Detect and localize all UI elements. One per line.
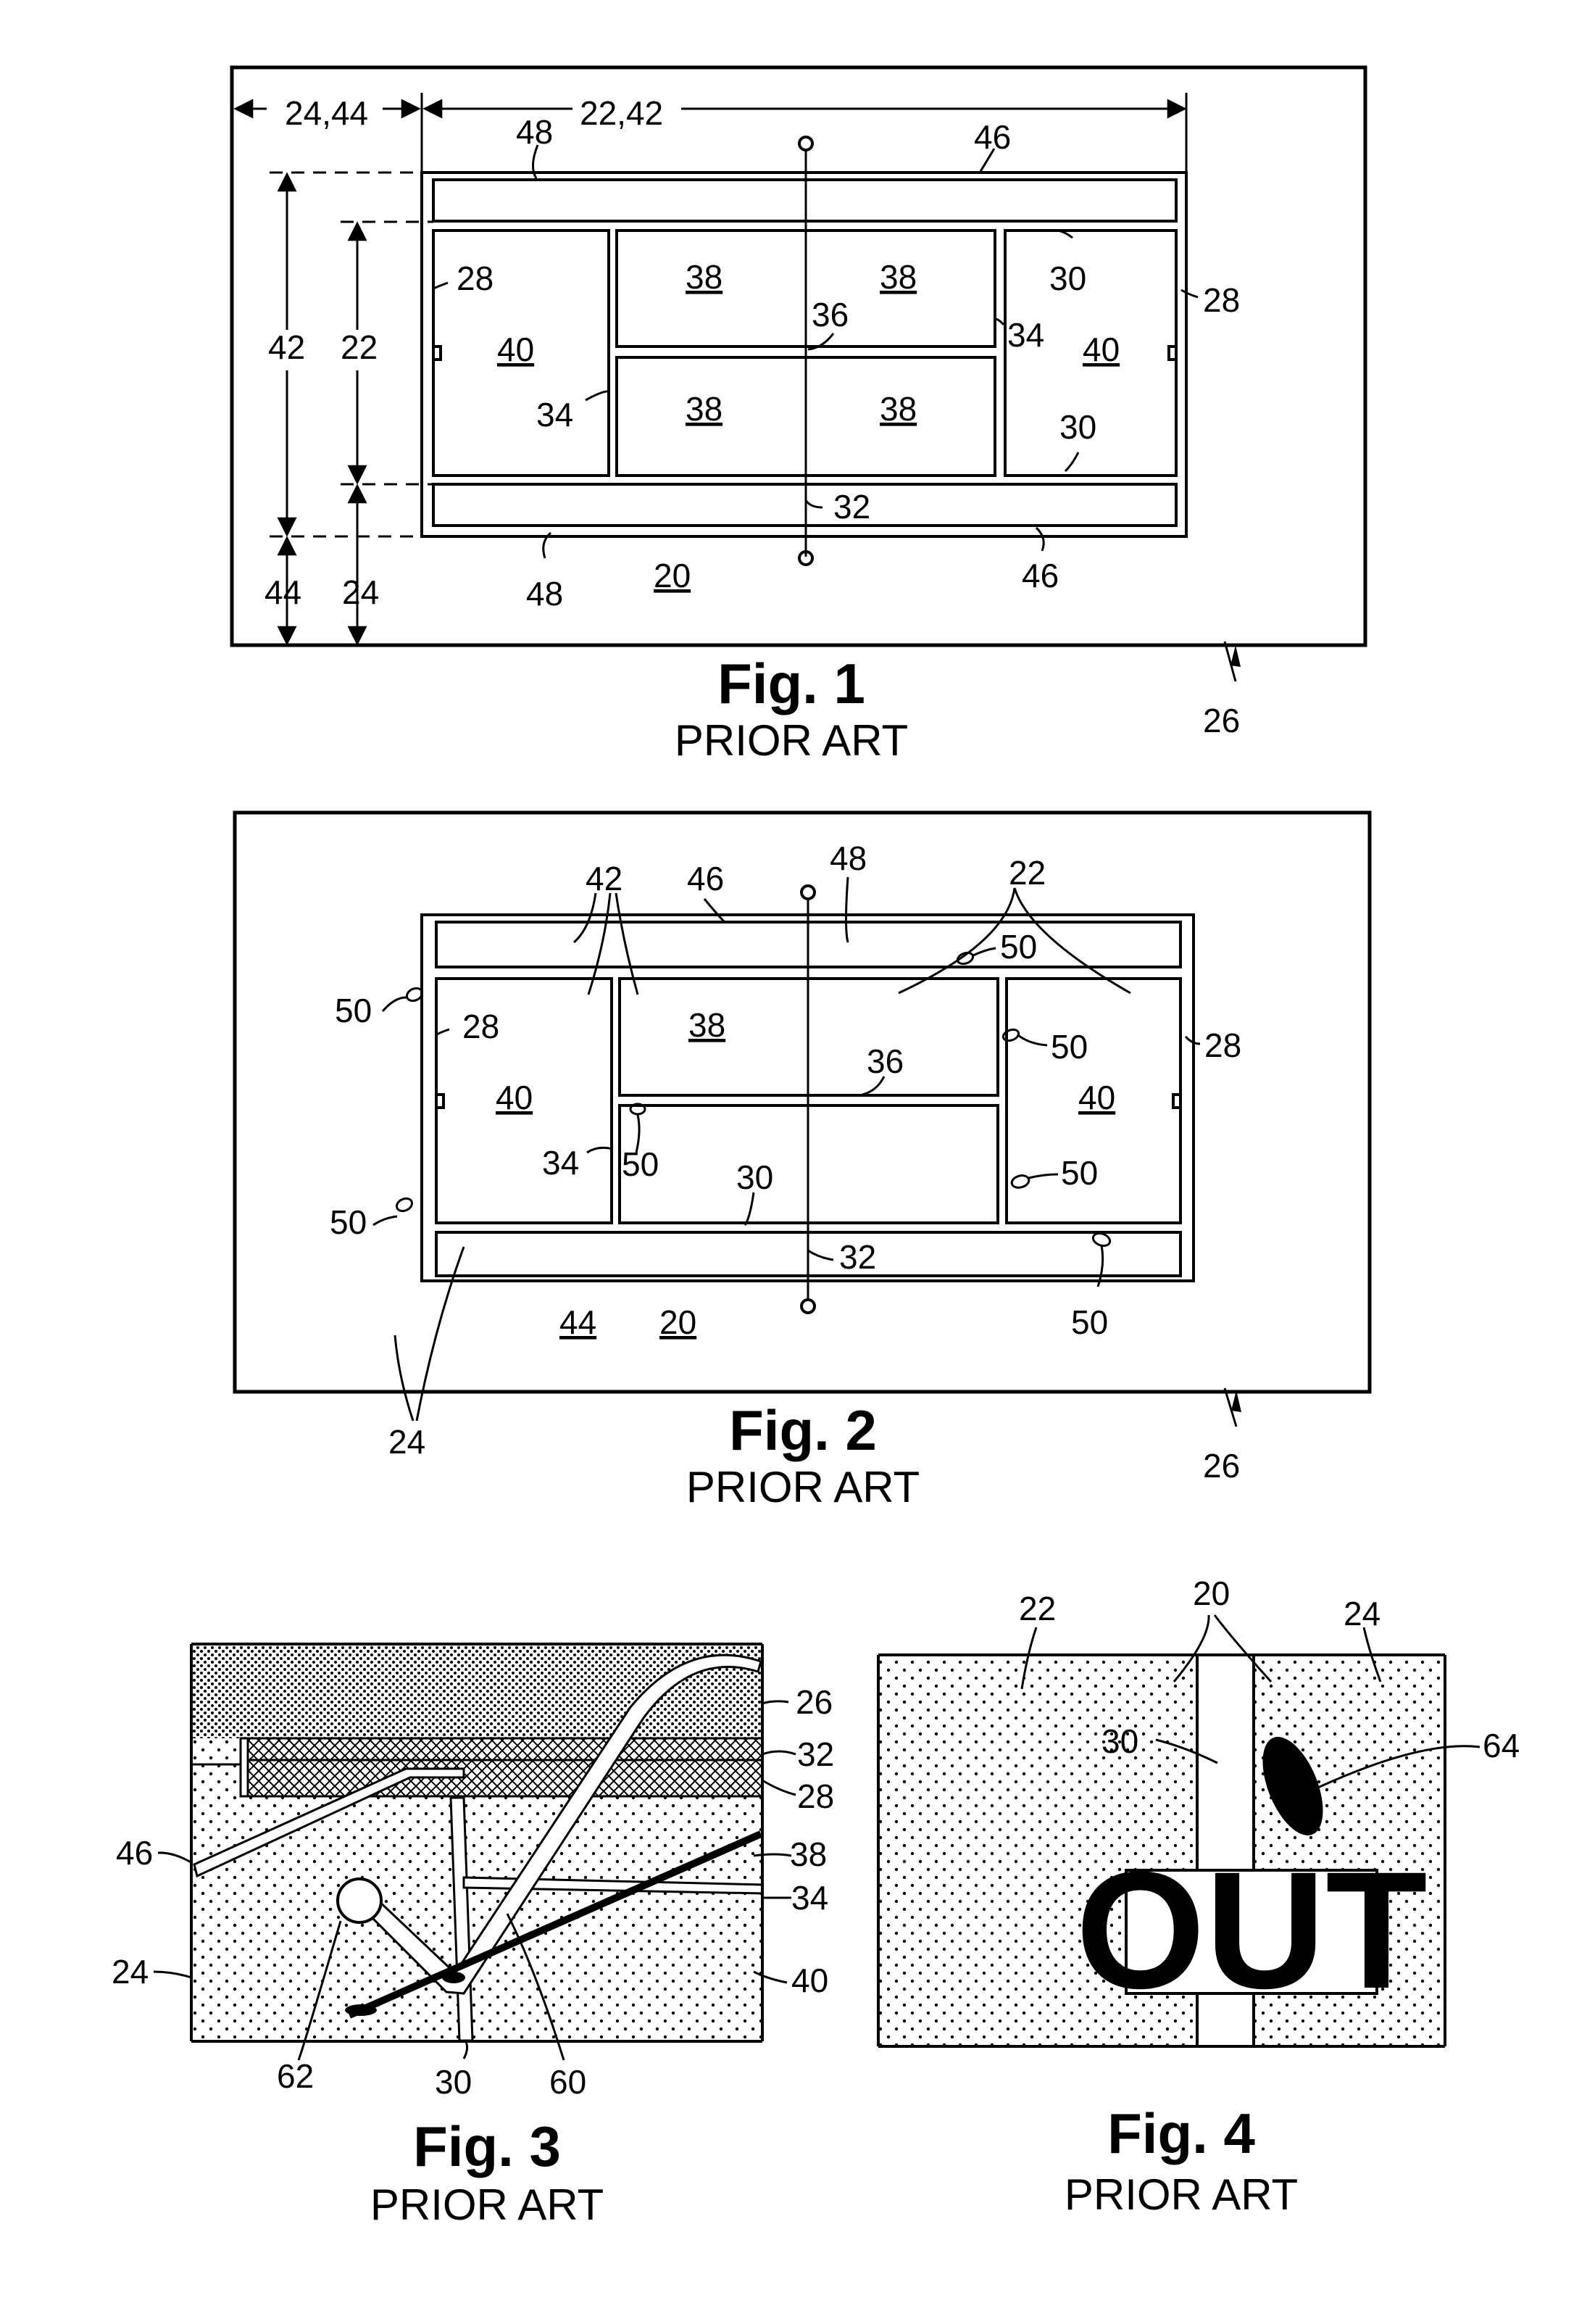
- fig4-title: Fig. 4: [1107, 2101, 1255, 2165]
- fig1-label-24-44: 24,44: [285, 94, 368, 132]
- fig1-subtitle: PRIOR ART: [675, 716, 908, 765]
- fig3-line-band-32: [248, 1738, 762, 1760]
- fig1-label-32: 32: [833, 488, 870, 526]
- fig4-out-text: OUT: [1075, 1837, 1428, 2023]
- fig1-label-48-top: 48: [516, 113, 553, 151]
- fig2-label-50-top: 50: [1000, 928, 1037, 966]
- fig2-label-32: 32: [839, 1238, 876, 1276]
- fig2-net-post-top: [801, 886, 815, 899]
- fig2-label-38: 38: [688, 1006, 725, 1044]
- fig3-label-60: 60: [549, 2063, 586, 2101]
- fig3-label-40: 40: [791, 1962, 828, 1999]
- fig2-label-44: 44: [559, 1303, 596, 1341]
- fig2-label-28-left: 28: [462, 1008, 499, 1045]
- fig2-label-42: 42: [586, 860, 622, 897]
- fig3-label-62: 62: [277, 2057, 314, 2095]
- fig2-label-40-right: 40: [1078, 1079, 1115, 1116]
- fig2-label-28-right: 28: [1204, 1026, 1241, 1064]
- fig3-label-26: 26: [796, 1683, 833, 1721]
- fig2-ball-mark-right-mid: [1010, 1174, 1030, 1190]
- fig2-label-22: 22: [1009, 854, 1046, 892]
- figure-4: OUT 20 22 24 30 64 Fig. 4 PRIOR ART: [878, 1574, 1520, 2219]
- fig3-label-32: 32: [797, 1735, 834, 1773]
- fig1-label-42: 42: [268, 328, 305, 366]
- fig1-label-30-bottom: 30: [1059, 408, 1096, 446]
- fig1-label-28-left: 28: [457, 260, 494, 297]
- fig3-ball-62: [338, 1879, 381, 1922]
- fig2-label-30: 30: [736, 1158, 773, 1196]
- fig4-subtitle: PRIOR ART: [1065, 2170, 1298, 2219]
- fig2-label-40-left: 40: [496, 1079, 533, 1116]
- fig2-label-48: 48: [830, 839, 867, 877]
- fig2-ball-mark-left-bottom: [395, 1196, 415, 1213]
- fig2-label-34: 34: [542, 1144, 579, 1182]
- fig3-subtitle: PRIOR ART: [370, 2180, 604, 2229]
- fig2-subtitle: PRIOR ART: [686, 1463, 920, 1511]
- fig1-label-34-right: 34: [1007, 316, 1044, 354]
- fig2-label-50-bottom: 50: [1071, 1303, 1108, 1341]
- fig1-label-38-c: 38: [686, 390, 722, 428]
- fig1-label-28-right: 28: [1203, 281, 1240, 319]
- fig1-court-outline: [422, 173, 1186, 536]
- fig1-label-40-left: 40: [497, 331, 534, 368]
- fig2-label-24: 24: [388, 1423, 425, 1461]
- fig2-label-50-mid: 50: [622, 1145, 659, 1183]
- fig4-label-64: 64: [1483, 1727, 1520, 1764]
- fig1-label-46-bottom: 46: [1022, 557, 1059, 594]
- fig1-label-48-bottom: 48: [526, 575, 563, 613]
- fig1-label-44: 44: [265, 573, 301, 611]
- fig1-label-36: 36: [812, 296, 849, 333]
- figure-3: 26 32 28 46 38 34 24 40 62 30 60 Fig. 3 …: [112, 1644, 834, 2229]
- fig1-label-46-top: 46: [974, 118, 1011, 156]
- fig1-net-post-top: [799, 137, 812, 150]
- fig3-label-30: 30: [435, 2063, 472, 2101]
- fig1-label-38-d: 38: [880, 390, 917, 428]
- fig3-contact-mark: [442, 1972, 465, 1983]
- fig2-net-post-bottom: [801, 1300, 815, 1313]
- fig3-label-24: 24: [112, 1953, 149, 1991]
- fig2-label-46: 46: [687, 860, 724, 897]
- fig2-title: Fig. 2: [729, 1398, 877, 1462]
- fig3-label-28: 28: [797, 1777, 834, 1815]
- fig2-label-26: 26: [1203, 1447, 1240, 1485]
- fig3-shadow-tip: [345, 2004, 377, 2016]
- fig2-label-50-left-top: 50: [335, 992, 372, 1029]
- fig3-line-band-28: [248, 1760, 762, 1796]
- fig4-label-30: 30: [1101, 1722, 1138, 1760]
- figure-1: 24,44 22,42 42 22 44 24 48 46 28 28 38 3…: [232, 67, 1365, 765]
- fig3-label-34: 34: [791, 1879, 828, 1917]
- fig4-label-22: 22: [1019, 1590, 1056, 1627]
- fig1-label-20: 20: [654, 557, 691, 594]
- fig3-label-38: 38: [790, 1835, 827, 1873]
- fig2-label-50-left-bottom: 50: [330, 1203, 367, 1241]
- fig2-ball-mark-right-top: [1001, 1028, 1020, 1043]
- fig1-label-34-left: 34: [536, 396, 573, 433]
- fig2-label-50-right-mid: 50: [1061, 1154, 1098, 1192]
- fig2-label-36: 36: [867, 1042, 904, 1080]
- fig3-title: Fig. 3: [413, 2115, 561, 2178]
- fig4-label-20: 20: [1193, 1574, 1230, 1612]
- fig1-label-22: 22: [341, 328, 378, 366]
- fig1-label-22-42: 22,42: [580, 94, 663, 132]
- fig1-title: Fig. 1: [717, 652, 865, 715]
- fig1-label-40-right: 40: [1083, 331, 1120, 368]
- fig1-label-26: 26: [1203, 702, 1240, 739]
- fig1-label-24: 24: [342, 573, 379, 611]
- fig1-label-30-top: 30: [1049, 260, 1086, 297]
- fig1-label-38-b: 38: [880, 258, 917, 296]
- figure-2: 42 46 48 22 50 50 28 38 36 50 28 40 40 3…: [235, 813, 1370, 1511]
- fig1-label-38-a: 38: [686, 258, 722, 296]
- fig3-label-46: 46: [116, 1834, 153, 1872]
- fig2-label-50-right-top: 50: [1051, 1028, 1088, 1066]
- fig2-label-20: 20: [659, 1303, 696, 1341]
- fig3-background-26: [191, 1644, 762, 1738]
- fig4-label-24: 24: [1344, 1595, 1380, 1632]
- fig3-line-left-edge: [241, 1738, 248, 1796]
